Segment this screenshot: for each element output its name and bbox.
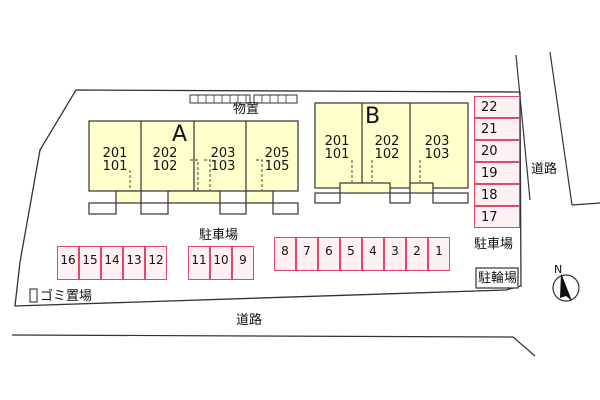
- road-edge: [11, 334, 536, 357]
- storage-shed: [189, 94, 251, 104]
- building-a: [88, 120, 299, 215]
- road-label-bottom: 道路: [236, 313, 263, 328]
- parking-label-center: 駐車場: [199, 228, 239, 243]
- storage-label: 物置: [233, 102, 260, 117]
- parking-space: 22: [474, 96, 520, 118]
- parking-space: 17: [474, 206, 520, 228]
- parking-space: 1: [428, 237, 450, 271]
- road-edge: [549, 51, 573, 206]
- road-label-right: 道路: [531, 162, 558, 177]
- road-edge: [571, 202, 600, 206]
- parking-space: 2: [406, 237, 428, 271]
- parking-space: 3: [384, 237, 406, 271]
- parking-space: 21: [474, 118, 520, 140]
- parking-space: 12: [145, 246, 167, 280]
- bicycle-parking-label: 駐輪場: [478, 271, 518, 286]
- parking-space: 14: [101, 246, 123, 280]
- parking-space: 20: [474, 140, 520, 162]
- parking-space: 11: [188, 246, 210, 280]
- parking-space: 5: [340, 237, 362, 271]
- road-edge: [515, 54, 531, 201]
- bicycle-parking-box: [475, 267, 519, 289]
- parking-space: 9: [232, 246, 254, 280]
- garbage-label: ゴミ置場: [40, 289, 93, 304]
- parking-space: 4: [362, 237, 384, 271]
- building-a-label: A: [172, 122, 188, 147]
- parking-space: 7: [296, 237, 318, 271]
- parking-space: 13: [123, 246, 145, 280]
- building-b: [314, 102, 469, 204]
- garbage-icon: [29, 288, 38, 303]
- building-b-label: B: [365, 104, 381, 129]
- storage-shed: [253, 94, 298, 104]
- parking-space: 10: [210, 246, 232, 280]
- parking-space: 18: [474, 184, 520, 206]
- parking-space: 6: [318, 237, 340, 271]
- parking-space: 19: [474, 162, 520, 184]
- north-label: N: [554, 263, 563, 276]
- north-arrow-icon: [552, 273, 580, 302]
- parking-space: 8: [274, 237, 296, 271]
- parking-label-right: 駐車場: [474, 237, 514, 252]
- parking-space: 16: [57, 246, 79, 280]
- parking-space: 15: [79, 246, 101, 280]
